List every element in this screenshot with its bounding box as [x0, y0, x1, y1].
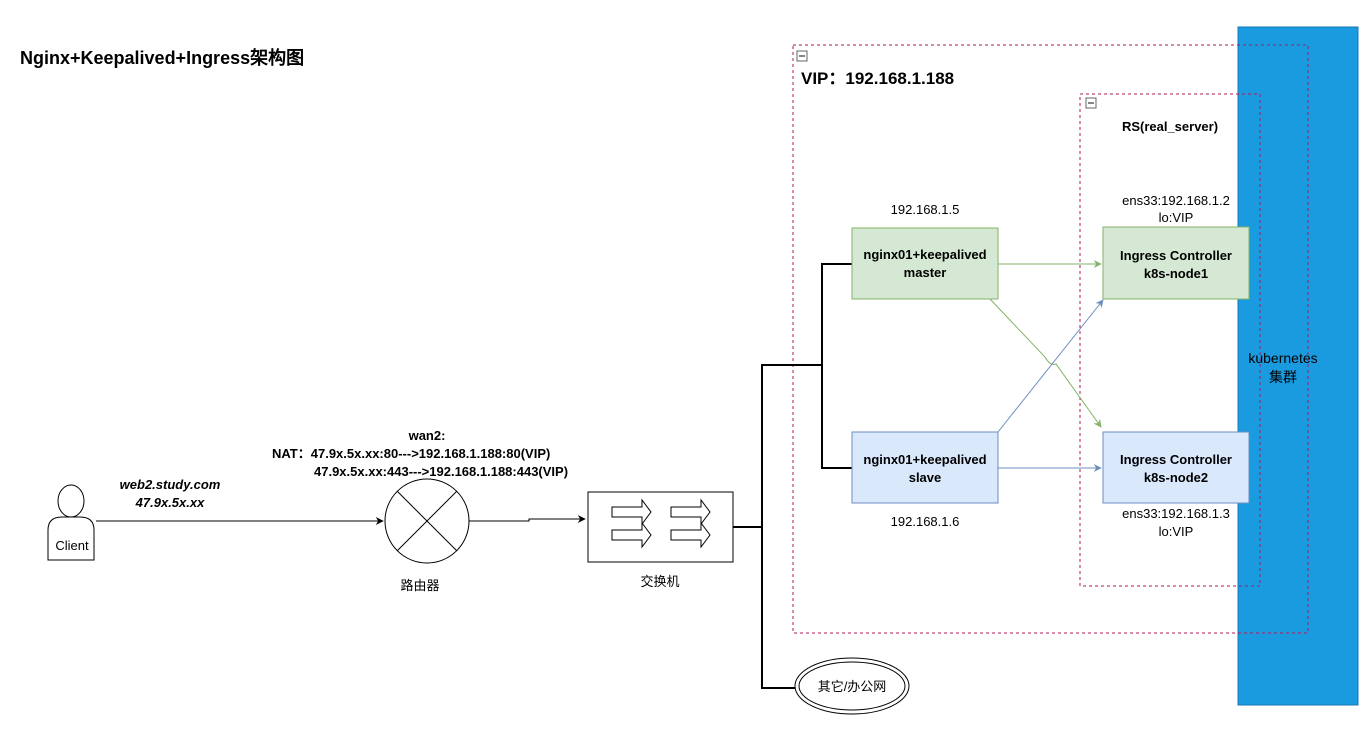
vip-group[interactable]: [792, 44, 1309, 634]
wan-label: wan2:: [408, 428, 446, 443]
switch-other-link: [761, 527, 795, 689]
vip-label: VIP：192.168.1.188: [801, 69, 954, 88]
ingress1-ens: ens33:192.168.1.2: [1122, 193, 1230, 208]
client-label: Client: [55, 538, 89, 553]
nat-line-1: NAT：47.9x.5x.xx:80--->192.168.1.188:80(V…: [272, 446, 550, 461]
router-icon[interactable]: [384, 478, 470, 564]
minus-box-icon[interactable]: [796, 50, 808, 62]
ingress2-line2: k8s-node2: [1144, 470, 1208, 485]
rs-group[interactable]: [1079, 93, 1261, 587]
rs-label: RS(real_server): [1122, 119, 1218, 134]
router-label: 路由器: [400, 578, 439, 593]
other-network[interactable]: [794, 657, 910, 715]
other-network-label: 其它/办公网: [818, 679, 887, 694]
ingress2-ens: ens33:192.168.1.3: [1122, 506, 1230, 521]
master-line2: master: [904, 265, 947, 280]
slave-line1: nginx01+keepalived: [863, 452, 986, 467]
ingress1-lo: lo:VIP: [1159, 210, 1194, 225]
ingress1-line2: k8s-node1: [1144, 266, 1208, 281]
slave-line2: slave: [909, 470, 942, 485]
diagram-title: Nginx+Keepalived+Ingress架构图: [20, 47, 304, 68]
client-domain: web2.study.com: [120, 477, 221, 492]
master-line1: nginx01+keepalived: [863, 247, 986, 262]
nginx-slave-node[interactable]: [851, 431, 999, 504]
switch-label: 交换机: [640, 574, 679, 589]
minus-box-icon[interactable]: [1085, 97, 1097, 109]
master-ip: 192.168.1.5: [891, 202, 960, 217]
ingress1-line1: Ingress Controller: [1120, 248, 1232, 263]
switch-icon[interactable]: [587, 491, 734, 563]
switch-master-link: [733, 263, 852, 528]
ingress-node1[interactable]: [1102, 226, 1250, 300]
switch-slave-link: [821, 365, 852, 469]
person-icon[interactable]: [47, 484, 95, 561]
kubernetes-cluster-label: 集群: [1269, 369, 1297, 385]
nat-line-2: 47.9x.5x.xx:443--->192.168.1.188:443(VIP…: [314, 464, 568, 479]
ingress-node2[interactable]: [1102, 431, 1250, 504]
ingress2-line1: Ingress Controller: [1120, 452, 1232, 467]
client-ip: 47.9x.5x.xx: [135, 495, 205, 510]
kubernetes-cluster[interactable]: [1237, 26, 1359, 706]
nginx-master-node[interactable]: [851, 227, 999, 300]
slave-node1-link: [997, 299, 1104, 433]
ingress2-lo: lo:VIP: [1159, 524, 1194, 539]
router-switch-link: [469, 515, 586, 523]
kubernetes-label: kubernetes: [1248, 350, 1317, 366]
master-node2-link: [989, 298, 1102, 428]
slave-ip: 192.168.1.6: [891, 514, 960, 529]
